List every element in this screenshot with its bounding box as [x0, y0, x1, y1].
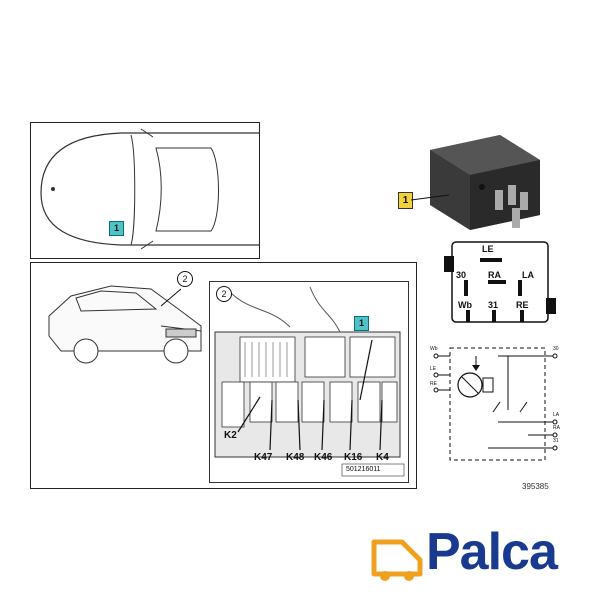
fuse-box-drawing	[214, 286, 405, 477]
relay-pinout: LE 30 RA LA Wb 31 RE	[440, 238, 560, 328]
truck-logo-icon	[371, 539, 423, 581]
slot-label-k16: K16	[344, 452, 363, 463]
car-perspective-drawing	[48, 285, 202, 364]
relay-leader-line	[411, 194, 450, 201]
panel-code: 501216011	[346, 466, 381, 473]
pin-label-re: RE	[516, 300, 529, 310]
schematic-label-le: LE	[430, 366, 437, 372]
pin-label-31: 31	[488, 300, 499, 310]
relay-pin	[495, 190, 503, 210]
pin-label-le: LE	[482, 244, 494, 254]
relay-pin	[508, 185, 516, 205]
slot-label-k2: K2	[224, 430, 237, 441]
fuse-box-detail: 2 1 K2 K47 K48 K46 K16 K4 501216011	[209, 281, 409, 483]
car-top-view-drawing	[40, 128, 259, 250]
image-id: 395385	[522, 482, 549, 491]
fuse-box-panel: 2	[30, 262, 417, 489]
pin-label-ra: RA	[488, 270, 501, 280]
brand-name: Palca	[426, 523, 558, 581]
schematic-label-ra: RA	[553, 425, 560, 431]
callout-1-top-view: 1	[109, 221, 124, 236]
pin-label-30: 30	[456, 270, 467, 280]
pin-label-wb: Wb	[458, 300, 472, 310]
relay-pin	[512, 208, 520, 228]
callout-1-fuse-box: 1	[354, 316, 369, 331]
relay-body-drawing	[430, 135, 540, 230]
relay-callout-box: 1	[398, 192, 413, 209]
schematic-label-la: LA	[553, 412, 560, 418]
panel-number-badge: 2	[216, 286, 232, 302]
slot-label-k48: K48	[286, 452, 305, 463]
schematic-drawing	[433, 347, 558, 461]
slot-label-k46: K46	[314, 452, 333, 463]
schematic-label-re: RE	[430, 381, 437, 387]
pin-label-la: LA	[522, 270, 534, 280]
schematic-label-wb: Wb	[430, 346, 438, 352]
schematic-label-31: 31	[553, 438, 559, 444]
car-pointer-number: 2	[177, 271, 193, 287]
relay-callout-number: 1	[402, 195, 409, 206]
schematic-label-30: 30	[553, 346, 559, 352]
car-top-view-panel: 1	[30, 122, 260, 259]
relay-pinout-outline	[444, 241, 556, 323]
circuit-schematic: Wb LE RE 30 LA RA 31	[428, 340, 563, 465]
slot-label-k4: K4	[376, 452, 389, 463]
slot-label-k47: K47	[254, 452, 273, 463]
relay-photo	[420, 130, 560, 240]
relay-pin	[520, 192, 528, 210]
palca-logo: Palca	[368, 520, 578, 590]
